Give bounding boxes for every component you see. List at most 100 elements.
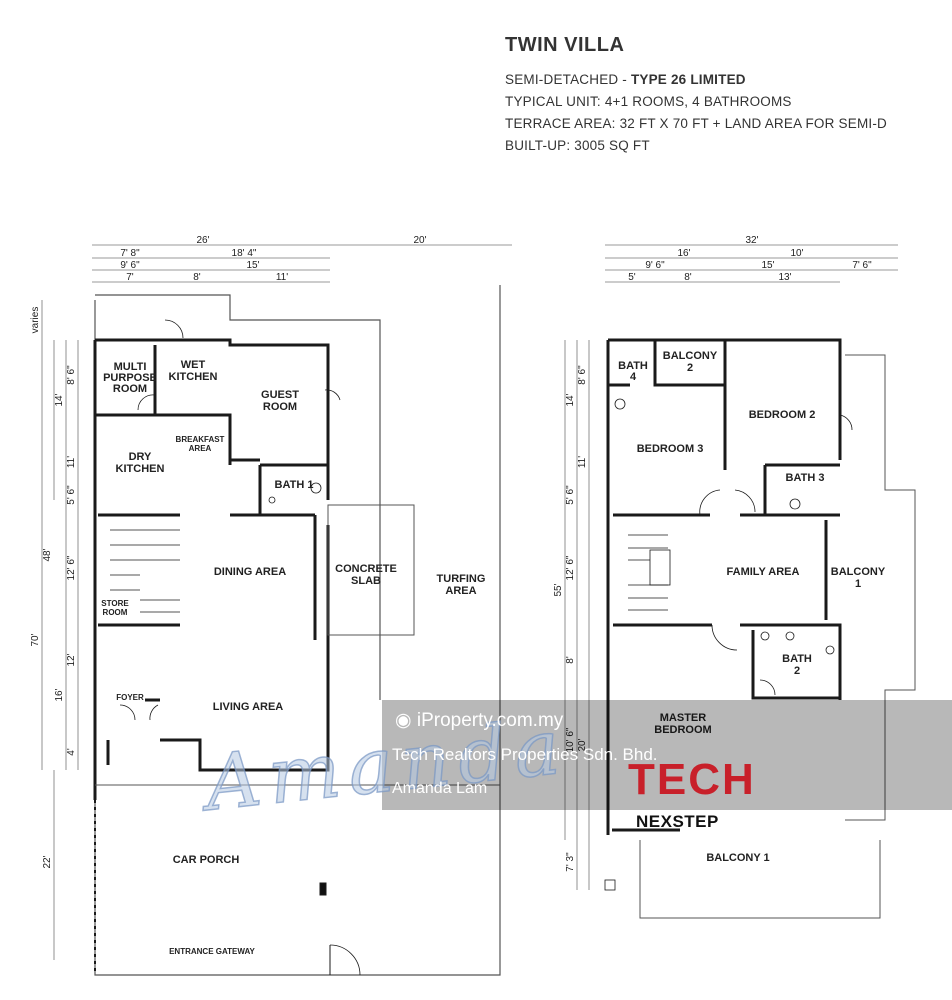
label-concrete-slab-2: SLAB (351, 575, 381, 587)
label-master-1: MASTER (660, 712, 707, 724)
label-balcony2-2: 2 (687, 362, 693, 374)
plan-type-prefix: SEMI-DETACHED - (505, 72, 631, 87)
plan-type-line: SEMI-DETACHED - TYPE 26 LIMITED (505, 69, 945, 91)
label-turfing-2: AREA (445, 585, 476, 597)
label-balcony2-1: BALCONY (663, 350, 718, 362)
ff-dim-top-4: 15' (761, 260, 774, 271)
plan-type-bold: TYPE 26 LIMITED (630, 72, 746, 87)
label-turfing-1: TURFING (437, 573, 486, 585)
bath1-basin (268, 496, 276, 504)
first-floor-doors (699, 414, 853, 696)
first-floor-walls (606, 338, 842, 835)
gf-dim-left-1: 14' (54, 393, 65, 406)
ff-dim-left-0: 8' 6" (577, 365, 588, 385)
ground-floor-labels: MULTI PURPOSE ROOM WET KITCHEN GUEST ROO… (30, 235, 485, 956)
bath1-toilet (310, 482, 322, 494)
label-multi-purpose-3: ROOM (113, 383, 147, 395)
gf-dim-left-4: 5' 6" (66, 485, 77, 505)
label-car-porch: CAR PORCH (173, 854, 240, 866)
ff-dim-left-7: 10' 6" (565, 727, 576, 752)
label-dining-area: DINING AREA (214, 566, 286, 578)
ff-dim-left-6: 8' (565, 656, 576, 664)
label-multi-purpose-2: PURPOSE (103, 372, 157, 384)
ff-dim-top-1: 16' (677, 248, 690, 259)
label-side-balcony-1: BALCONY (831, 566, 886, 578)
gf-dim-top-1: 20' (413, 235, 426, 246)
label-bath1: BATH 1 (275, 479, 314, 491)
side-balcony-outline (845, 354, 916, 821)
ff-dim-left-4: 12' 6" (565, 555, 576, 580)
label-bath4-2: 4 (630, 371, 637, 383)
gf-dim-left-2: 8' 6" (66, 365, 77, 385)
gf-dim-left-10: 4' (66, 748, 77, 756)
ground-floor-stair (110, 529, 180, 613)
label-guest-room-2: ROOM (263, 401, 297, 413)
label-balcony1: BALCONY 1 (706, 852, 769, 864)
gf-dim-top-3: 18' 4" (232, 248, 257, 259)
label-master-2: BEDROOM (654, 724, 711, 736)
ff-dim-left-8: 20' (577, 738, 588, 751)
label-wet-kitchen-2: KITCHEN (169, 371, 218, 383)
location-pin-icon: ◉ (395, 710, 412, 731)
first-floor-plan (564, 244, 916, 919)
ff-dim-left-2: 11' (577, 456, 588, 468)
gf-dim-left-0: varies (30, 307, 41, 334)
label-foyer: FOYER (116, 693, 144, 702)
watermark-site-text: iProperty.com.my (416, 710, 564, 731)
gf-dim-top-8: 11' (276, 272, 288, 283)
watermark-company: Tech Realtors Properties Sdn. Bhd. (392, 745, 658, 764)
gf-dim-top-6: 7' (126, 272, 134, 283)
car-porch-area (94, 784, 500, 976)
watermark-panel (382, 700, 952, 810)
ff-dim-top-7: 8' (684, 272, 692, 283)
label-bath2-1: BATH (782, 653, 812, 665)
label-multi-purpose-1: MULTI (114, 361, 147, 373)
label-concrete-slab-1: CONCRETE (335, 563, 397, 575)
first-floor-fixtures (604, 398, 835, 891)
label-bath4-1: BATH (618, 360, 648, 372)
label-dry-kitchen-1: DRY (129, 451, 152, 463)
label-breakfast-2: AREA (189, 444, 212, 453)
gf-dim-left-3: 11' (66, 456, 77, 468)
nexstep-logo: NEXSTEP (636, 812, 719, 831)
ff-dim-top-3: 9' 6" (645, 260, 665, 271)
label-side-balcony-2: 1 (855, 578, 861, 590)
gf-dim-left-11: 22' (42, 855, 53, 868)
ff-dim-top-6: 5' (628, 272, 636, 283)
gf-dim-left-8: 12' (66, 653, 77, 666)
first-floor-left-dimensions (564, 340, 590, 890)
plan-header: TWIN VILLA SEMI-DETACHED - TYPE 26 LIMIT… (505, 34, 945, 157)
plan-rooms-line: TYPICAL UNIT: 4+1 ROOMS, 4 BATHROOMS (505, 94, 792, 109)
gf-dim-left-5: 48' (42, 548, 53, 561)
ground-floor-plan (41, 244, 512, 976)
ground-floor-walls (93, 338, 330, 800)
ff-dim-top-0: 32' (745, 235, 758, 246)
ground-floor-doors (119, 319, 341, 721)
watermark-site: ◉ iProperty.com.my (395, 709, 563, 732)
label-breakfast-1: BREAKFAST (176, 435, 225, 444)
label-family-area: FAMILY AREA (727, 566, 800, 578)
label-bath3: BATH 3 (786, 472, 825, 484)
first-floor-stair (628, 534, 671, 611)
plan-area-line: TERRACE AREA: 32 FT X 70 FT + LAND AREA … (505, 116, 887, 131)
gf-dim-left-7: 70' (30, 633, 41, 646)
ground-floor-left-dimensions (41, 300, 79, 960)
watermark-agent: Amanda Lam (392, 780, 488, 797)
ff-dim-left-5: 55' (553, 583, 564, 596)
gf-dim-top-4: 9' 6" (120, 260, 140, 271)
plan-builtup-line: BUILT-UP: 3005 SQ FT (505, 138, 650, 153)
label-dry-kitchen-2: KITCHEN (116, 463, 165, 475)
label-store-room-1: STORE (101, 599, 129, 608)
label-store-room-2: ROOM (103, 608, 128, 617)
plan-title: TWIN VILLA (505, 34, 625, 56)
label-living-area: LIVING AREA (213, 701, 284, 713)
label-bedroom3: BEDROOM 3 (637, 443, 704, 455)
gf-dim-top-5: 15' (246, 260, 259, 271)
gf-dim-top-7: 8' (193, 272, 201, 283)
ff-dim-left-3: 5' 6" (565, 485, 576, 505)
tech-logo: TECH (628, 755, 756, 804)
first-floor-labels: BATH 4 BALCONY 2 BEDROOM 2 BEDROOM 3 BAT… (553, 235, 886, 872)
ff-dim-top-2: 10' (790, 248, 803, 259)
label-entrance-gateway: ENTRANCE GATEWAY (169, 947, 255, 956)
